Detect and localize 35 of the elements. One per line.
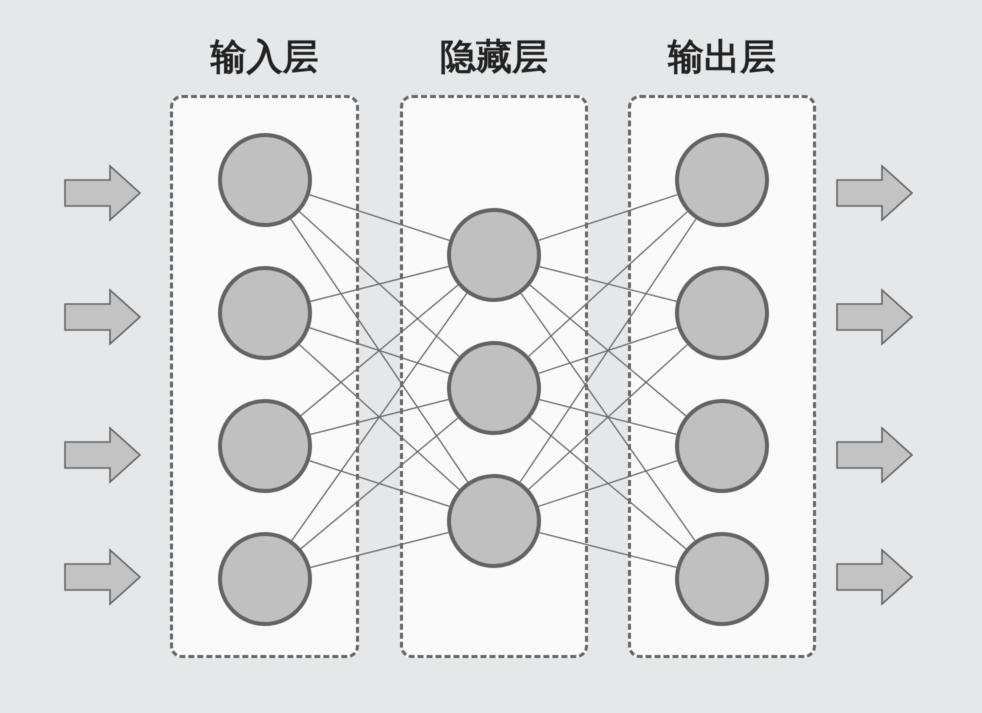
connection-line bbox=[539, 532, 677, 568]
connection-line bbox=[538, 194, 678, 241]
connection-line bbox=[528, 211, 688, 357]
output-arrow bbox=[836, 548, 914, 606]
connection-line bbox=[528, 344, 688, 490]
output-arrow bbox=[836, 288, 914, 346]
connection-line bbox=[538, 327, 678, 374]
connection-line bbox=[308, 460, 450, 508]
connection-line bbox=[310, 266, 449, 302]
connection-line bbox=[530, 284, 686, 416]
connection-line bbox=[290, 218, 468, 482]
connection-line bbox=[538, 460, 678, 507]
connection-line bbox=[539, 398, 677, 436]
layer-title: 输入层 bbox=[209, 36, 320, 80]
input-arrow bbox=[64, 164, 142, 222]
connection-line bbox=[291, 292, 468, 542]
input-arrow bbox=[64, 548, 142, 606]
output-arrow bbox=[836, 164, 914, 222]
connection-line bbox=[308, 194, 450, 242]
layer-title: 输出层 bbox=[666, 36, 777, 80]
connection-line bbox=[298, 211, 460, 357]
connection-line bbox=[520, 293, 696, 541]
connection-line bbox=[520, 218, 696, 482]
connection-line bbox=[308, 326, 450, 374]
input-arrow bbox=[64, 426, 142, 484]
connection-line bbox=[539, 266, 677, 302]
connection-line bbox=[300, 418, 458, 550]
connection-line bbox=[300, 284, 458, 416]
connection-line bbox=[310, 398, 449, 436]
output-arrow bbox=[836, 426, 914, 484]
connection-line bbox=[530, 418, 686, 550]
connection-line bbox=[298, 344, 460, 490]
input-arrow bbox=[64, 288, 142, 346]
layer-title: 隐藏层 bbox=[439, 36, 549, 80]
connection-line bbox=[310, 532, 449, 568]
